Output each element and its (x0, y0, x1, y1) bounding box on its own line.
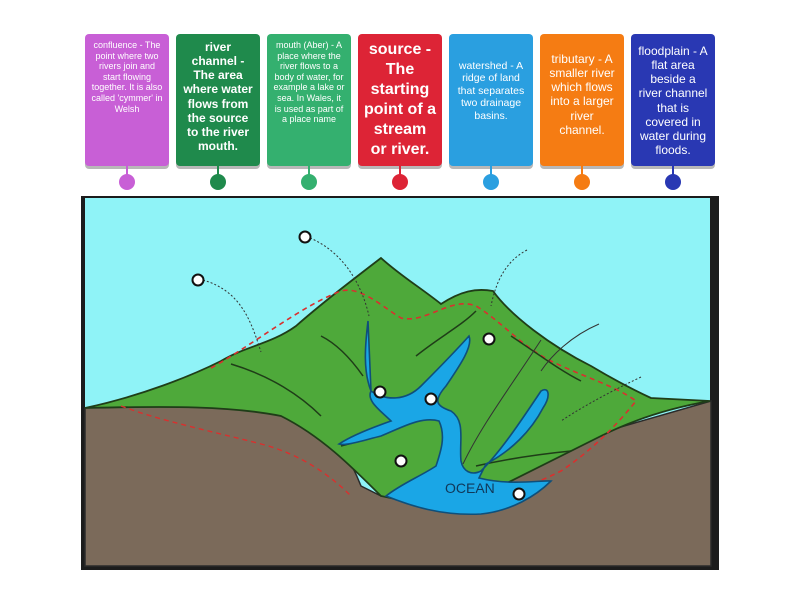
card-mouth[interactable]: mouth (Aber) - A place where the river f… (267, 34, 351, 166)
card-source-pin-stem (399, 166, 401, 176)
ocean-label: OCEAN (445, 480, 495, 496)
annotation-arrow (490, 249, 528, 307)
card-river-channel-pin-stem (217, 166, 219, 176)
card-confluence[interactable]: confluence - The point where two rivers … (85, 34, 169, 166)
drop-target-3[interactable] (482, 332, 496, 346)
card-tributary-pin-stem (581, 166, 583, 176)
card-watershed-text: watershed - A ridge of land that separat… (457, 60, 525, 122)
card-confluence-pin-stem (126, 166, 128, 176)
card-watershed-pin-stem (490, 166, 492, 176)
annotation-arrow (202, 279, 262, 353)
card-river-channel-text: river channel - The area where water flo… (183, 40, 253, 154)
annotation-arrow (540, 323, 600, 372)
card-source-text: source - The starting point of a stream … (364, 41, 436, 158)
ridge-line (230, 363, 322, 417)
river (337, 320, 553, 516)
card-source[interactable]: source - The starting point of a stream … (358, 34, 442, 166)
card-tributary-text: tributary - A smaller river which flows … (549, 52, 615, 137)
card-floodplain-pin[interactable] (665, 174, 681, 190)
drop-target-2[interactable] (298, 230, 312, 244)
annotation-arrow (309, 237, 370, 317)
watershed-line (210, 289, 638, 497)
card-mouth-pin-stem (308, 166, 310, 176)
card-tributary[interactable]: tributary - A smaller river which flows … (540, 34, 624, 166)
card-confluence-pin[interactable] (119, 174, 135, 190)
drop-target-1[interactable] (191, 273, 205, 287)
drop-target-5[interactable] (424, 392, 438, 406)
card-watershed[interactable]: watershed - A ridge of land that separat… (449, 34, 533, 166)
card-source-pin[interactable] (392, 174, 408, 190)
annotation-arrow (560, 376, 642, 422)
card-floodplain[interactable]: floodplain - A flat area beside a river … (631, 34, 715, 166)
ridge-line (320, 335, 364, 377)
annotation-arrow (462, 339, 542, 465)
ridge-line (415, 310, 477, 357)
ridge-line (510, 335, 582, 382)
card-floodplain-pin-stem (672, 166, 674, 176)
card-watershed-pin[interactable] (483, 174, 499, 190)
drop-target-7[interactable] (512, 487, 526, 501)
card-tributary-pin[interactable] (574, 174, 590, 190)
card-mouth-pin[interactable] (301, 174, 317, 190)
card-river-channel[interactable]: river channel - The area where water flo… (176, 34, 260, 166)
card-confluence-text: confluence - The point where two rivers … (91, 40, 163, 114)
card-mouth-text: mouth (Aber) - A place where the river f… (273, 40, 345, 125)
drop-target-6[interactable] (394, 454, 408, 468)
river-diagram: OCEAN (81, 196, 719, 570)
card-river-channel-pin[interactable] (210, 174, 226, 190)
watershed-line-left (120, 405, 352, 497)
card-floodplain-text: floodplain - A flat area beside a river … (638, 44, 708, 158)
mountain (84, 256, 711, 503)
drop-target-4[interactable] (373, 385, 387, 399)
